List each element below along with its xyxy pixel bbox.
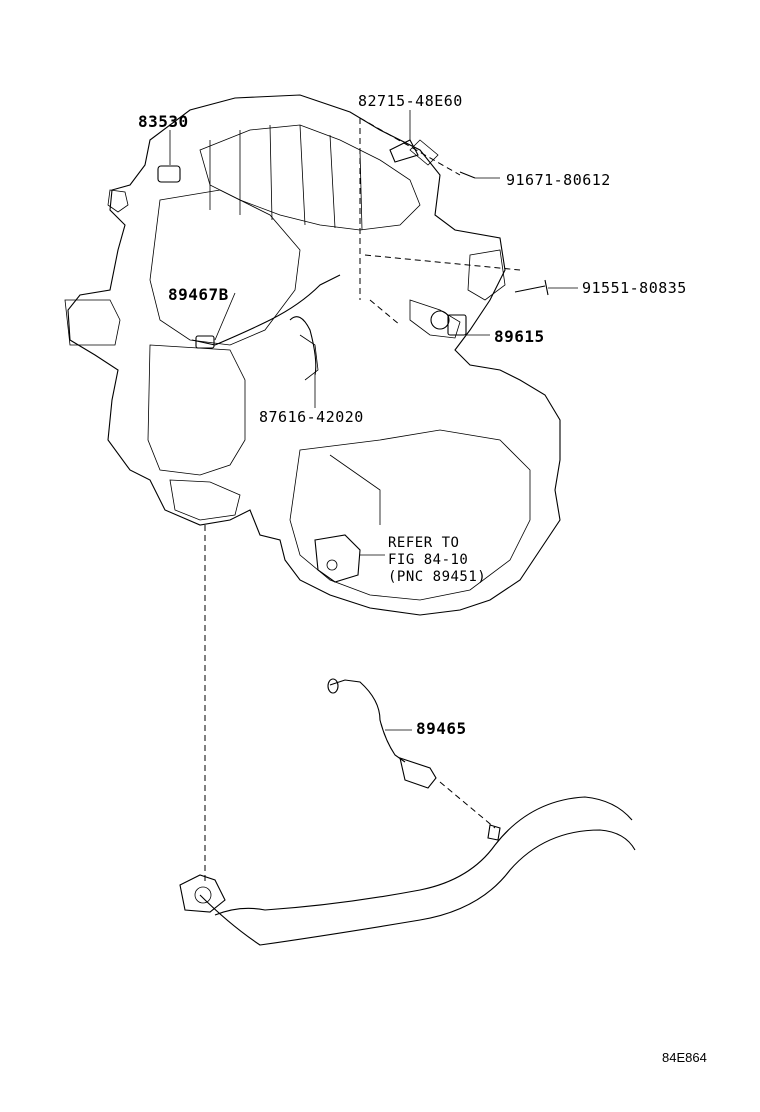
reference-note-line2: FIG 84-10 [388, 552, 469, 568]
oxygen-sensor-89465 [327, 678, 437, 789]
reference-note-line1: REFER TO [388, 535, 460, 551]
part-label-89465: 89465 [416, 719, 467, 738]
crank-sensor-89615 [430, 310, 467, 336]
oxygen-sensor-89467b [191, 274, 341, 349]
bolt-91551-80835 [514, 279, 549, 296]
engine-assembly [64, 94, 561, 616]
neutral-switch [314, 534, 361, 583]
bracket-82715 [389, 139, 419, 163]
part-label-87616-42020: 87616-42020 [259, 408, 364, 426]
part-label-82715-48e60: 82715-48E60 [358, 92, 463, 110]
reference-note-line3: (PNC 89451) [388, 569, 487, 585]
wire-87616-42020 [289, 316, 317, 376]
dashed-leaders [204, 117, 521, 885]
part-label-83530: 83530 [138, 112, 189, 131]
bolt-91671-80612 [459, 171, 476, 179]
part-label-89615: 89615 [494, 327, 545, 346]
figure-reference-code: 84E864 [662, 1050, 707, 1065]
knock-sensor-83530 [157, 165, 181, 183]
leader-lines [169, 110, 578, 731]
part-label-91671-80612: 91671-80612 [506, 171, 611, 189]
exhaust-pipe [179, 796, 636, 946]
reference-note: REFER TO FIG 84-10 (PNC 89451) [388, 535, 486, 586]
part-label-91551-80835: 91551-80835 [582, 279, 687, 297]
part-label-89467b: 89467B [168, 285, 229, 304]
